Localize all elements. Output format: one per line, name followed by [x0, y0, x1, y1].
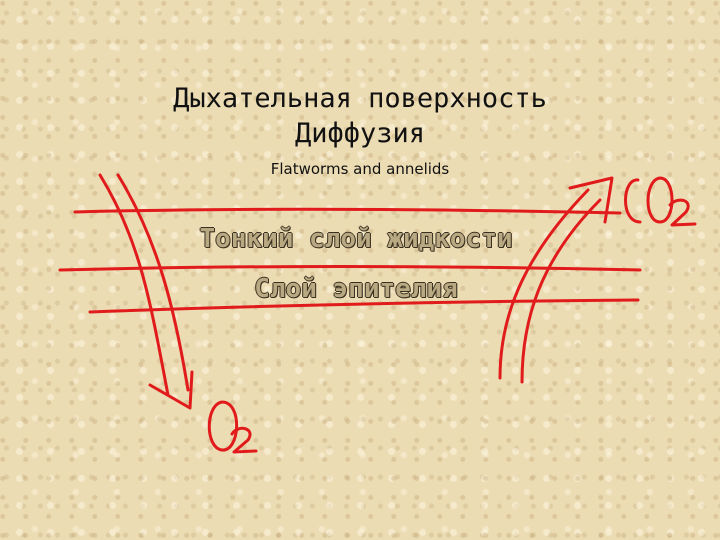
title-line-2: Диффузия — [294, 118, 426, 149]
o2-arrow-shaft-b — [116, 173, 190, 392]
co2-letter-c — [624, 178, 642, 224]
title-line-1: Дыхательная поверхность — [173, 83, 547, 114]
co2-arrow-shaft-b — [520, 198, 602, 384]
fluid-layer-label: Тонкий слой жидкости — [199, 224, 513, 254]
co2-arrow-head — [568, 176, 614, 224]
layer-line-3 — [88, 298, 640, 314]
co2-digit-2 — [668, 198, 697, 227]
layer-line-1 — [73, 207, 622, 215]
layer-line-2 — [58, 265, 642, 272]
co2-arrow-shaft-a — [498, 188, 590, 380]
o2-arrow-head — [148, 370, 194, 410]
subtitle: Flatworms and annelids — [270, 160, 450, 178]
o2-letter-o — [207, 400, 239, 452]
o2-arrow-shaft-a — [98, 173, 170, 397]
co2-letter-o — [646, 176, 674, 224]
o2-digit-2 — [230, 426, 258, 454]
epithelium-layer-label: Слой эпителия — [254, 274, 458, 304]
